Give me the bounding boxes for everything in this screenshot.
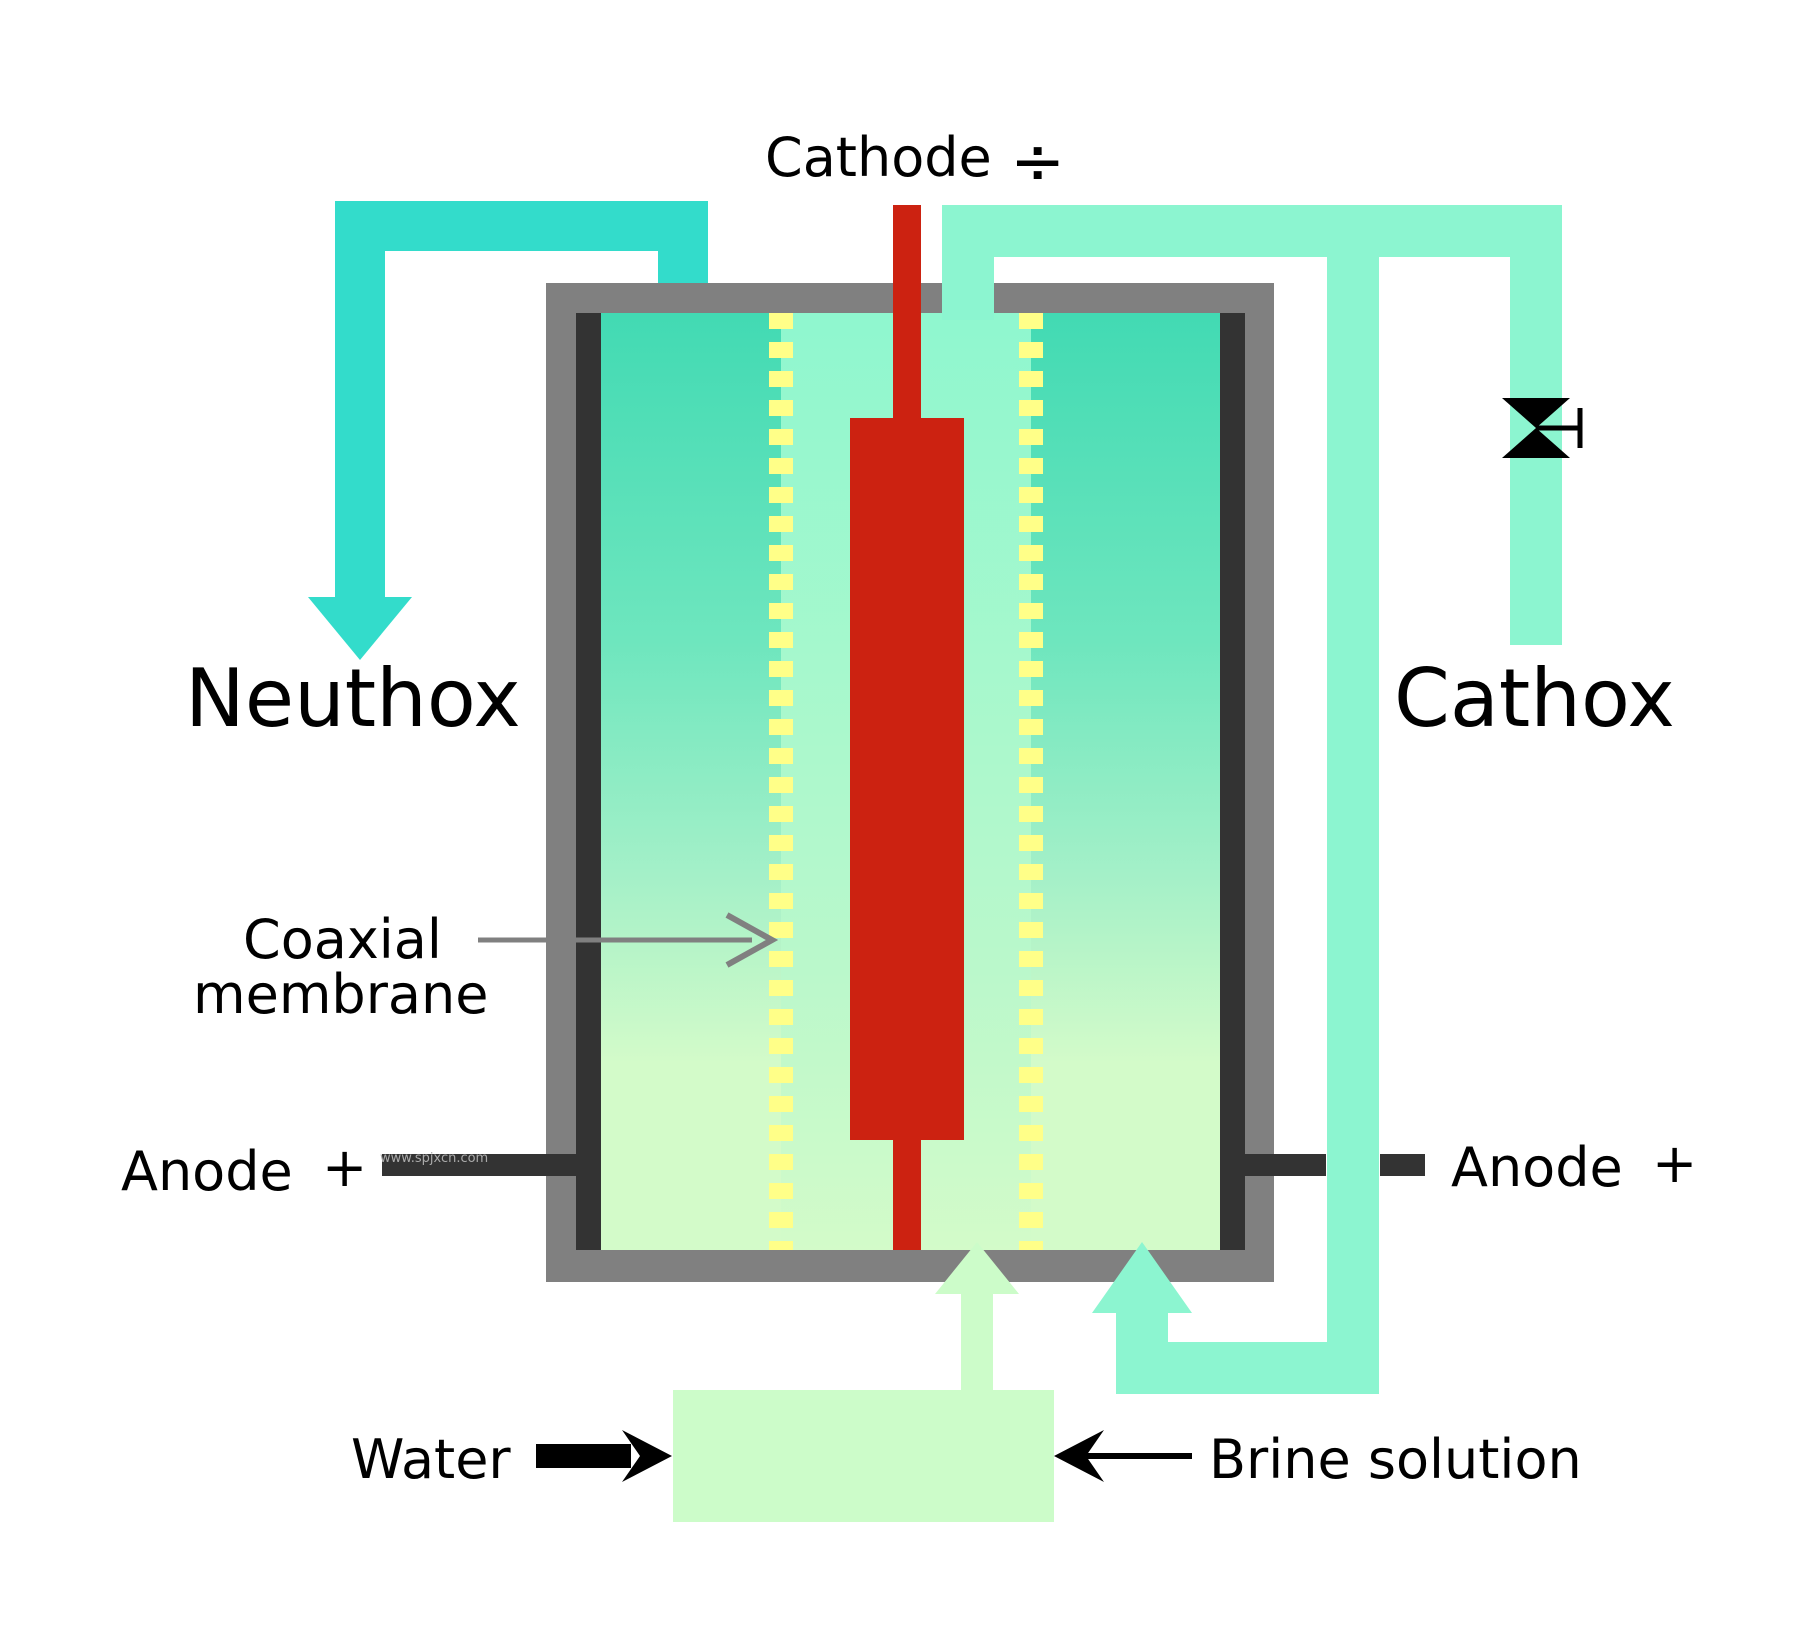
feed-arrow-icon	[1092, 1242, 1192, 1313]
anode-right-sign: +	[1652, 1132, 1697, 1195]
cathode-label: Cathode	[765, 126, 992, 189]
water-arrow-icon	[536, 1430, 672, 1482]
cathode-electrode	[850, 205, 964, 1250]
neuthox-pipe	[308, 201, 708, 660]
feed-arrow-icon	[935, 1242, 1019, 1294]
neuthox-arrow-icon	[308, 597, 412, 660]
anode-left-plate	[576, 313, 601, 1250]
membrane-label-line2: membrane	[193, 963, 488, 1026]
watermark: www.spjxcn.com	[380, 1151, 488, 1166]
anode-left-sign: +	[322, 1136, 367, 1199]
valve-icon	[1502, 398, 1583, 458]
brine-label: Brine solution	[1209, 1428, 1582, 1491]
feed-inlet	[673, 1242, 1054, 1522]
neuthox-label: Neuthox	[185, 652, 521, 745]
brine-arrow-icon	[1054, 1430, 1192, 1482]
membrane-pointer-arrow-icon	[478, 912, 779, 968]
membrane-label: Coaxial	[243, 908, 442, 971]
anode-right-label: Anode	[1451, 1136, 1623, 1199]
feed-box	[673, 1390, 1054, 1522]
anode-left-label: Anode	[121, 1140, 293, 1203]
cathode-sign: ÷	[1010, 123, 1065, 200]
cathox-label: Cathox	[1394, 652, 1675, 745]
water-label: Water	[351, 1428, 511, 1491]
anode-right-plate	[1220, 313, 1245, 1250]
